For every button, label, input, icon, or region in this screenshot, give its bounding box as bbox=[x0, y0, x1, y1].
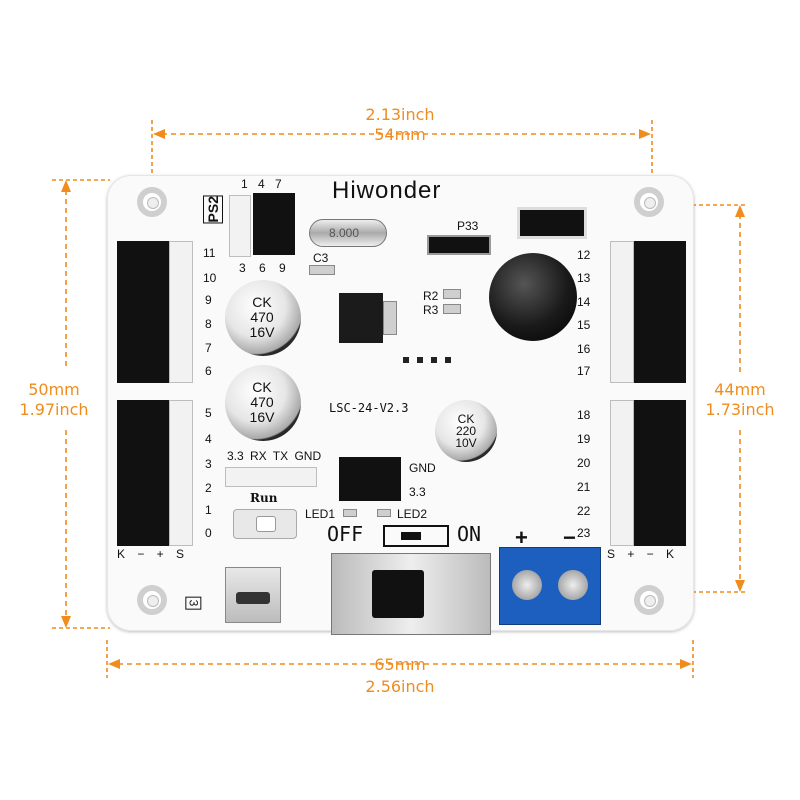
right-height-mm: 44mm bbox=[714, 380, 766, 399]
capacitor-2-label: CK 470 16V bbox=[249, 379, 275, 425]
right-height-inch: 1.73inch bbox=[705, 400, 775, 419]
ps2-header bbox=[253, 193, 295, 255]
channel-label: 11 bbox=[203, 246, 216, 260]
serial-header bbox=[225, 467, 317, 487]
channel-label: 14 bbox=[577, 295, 591, 309]
channel-label: 22 bbox=[577, 504, 591, 518]
right-servo-header-upper bbox=[634, 241, 686, 383]
screw-terminal[interactable] bbox=[499, 547, 601, 625]
voltage-regulator bbox=[339, 293, 383, 343]
mount-hole-top-left bbox=[137, 187, 167, 217]
p33-label: P33 bbox=[457, 219, 479, 233]
channel-label: 15 bbox=[577, 318, 591, 332]
bottom-width-inch: 2.56inch bbox=[365, 677, 435, 696]
channel-label: 19 bbox=[577, 432, 591, 446]
capacitor-1-label: CK 470 16V bbox=[249, 294, 275, 340]
led2 bbox=[377, 509, 391, 517]
micro-usb-port[interactable] bbox=[225, 567, 281, 623]
p33-jumper bbox=[427, 235, 491, 255]
run-label: Run bbox=[250, 491, 278, 505]
r2-label: R2 bbox=[423, 289, 439, 303]
right-servo-header-lower bbox=[634, 400, 686, 546]
crystal-oscillator bbox=[309, 219, 387, 247]
channel-label: 12 bbox=[577, 248, 591, 262]
channel-label: 7 bbox=[205, 341, 212, 355]
channel-label: 4 bbox=[205, 432, 212, 446]
channel-label: 21 bbox=[577, 480, 591, 494]
channel-label: 3 bbox=[205, 457, 212, 471]
channel-label: 13 bbox=[577, 271, 591, 285]
serial-label: 3.3 RX TX GND bbox=[227, 449, 322, 463]
bottom-left-pin-labels: K − + S bbox=[117, 547, 185, 561]
c3-label: C3 bbox=[313, 251, 329, 265]
channel-label: 9 bbox=[205, 293, 212, 307]
run-button[interactable] bbox=[233, 509, 297, 539]
r3-resistor bbox=[443, 304, 461, 314]
j3-label: 3 bbox=[185, 596, 202, 610]
indicator-pads bbox=[403, 357, 455, 363]
bottom-right-pin-labels: S + − K bbox=[607, 547, 675, 561]
channel-label: 6 bbox=[205, 364, 212, 378]
mount-hole-bottom-left bbox=[137, 585, 167, 615]
ps2-bottom-pins: 3 6 9 bbox=[239, 261, 286, 275]
capacitor-1 bbox=[225, 280, 301, 356]
power-switch[interactable] bbox=[331, 553, 491, 635]
off-label: OFF bbox=[327, 522, 364, 546]
left-servo-header-upper bbox=[117, 241, 169, 383]
middle-header bbox=[339, 457, 401, 501]
regulator-tab bbox=[383, 301, 397, 335]
crystal-label: 8.000 bbox=[329, 226, 360, 240]
capacitor-3 bbox=[435, 400, 497, 462]
mount-hole-bottom-right bbox=[634, 585, 664, 615]
controller-board: Hiwonder PS2 1 4 7 3 6 9 8.000 C3 P33 R2… bbox=[107, 175, 694, 635]
channel-label: 0 bbox=[205, 526, 212, 540]
gnd-label: GND bbox=[409, 461, 436, 475]
r2-resistor bbox=[443, 289, 461, 299]
left-servo-socket-upper bbox=[169, 241, 193, 383]
channel-label: 2 bbox=[205, 481, 212, 495]
channel-label: 18 bbox=[577, 408, 591, 422]
left-channel-labels: 11 10 9 8 7 6 5 4 3 2 1 0 bbox=[203, 175, 223, 631]
capacitor-2 bbox=[225, 365, 301, 441]
left-height-inch: 1.97inch bbox=[19, 400, 89, 419]
buzzer bbox=[489, 253, 577, 341]
led2-label: LED2 bbox=[397, 507, 428, 521]
channel-label: 10 bbox=[203, 271, 217, 285]
model-label: LSC-24-V2.3 bbox=[329, 401, 409, 415]
right-channel-labels: 12 13 14 15 16 17 18 19 20 21 22 23 bbox=[577, 175, 603, 631]
r3-label: R3 bbox=[423, 303, 439, 317]
right-servo-socket-upper bbox=[610, 241, 634, 383]
right-servo-socket-lower bbox=[610, 400, 634, 546]
terminal-plus: + bbox=[515, 525, 528, 550]
left-servo-socket-lower bbox=[169, 400, 193, 546]
top-width-inch: 2.13inch bbox=[365, 105, 435, 124]
ps2-socket bbox=[229, 195, 251, 257]
left-servo-header-lower bbox=[117, 400, 169, 546]
channel-label: 17 bbox=[577, 364, 591, 378]
v33-label: 3.3 bbox=[409, 485, 426, 499]
brand-logo: Hiwonder bbox=[332, 177, 442, 204]
channel-label: 20 bbox=[577, 456, 591, 470]
capacitor-3-label: CK 220 10V bbox=[455, 412, 477, 450]
led1-label: LED1 bbox=[305, 507, 336, 521]
c3-component bbox=[309, 265, 335, 275]
channel-label: 23 bbox=[577, 526, 591, 540]
channel-label: 5 bbox=[205, 406, 212, 420]
channel-label: 8 bbox=[205, 317, 212, 331]
switch-indicator bbox=[383, 525, 449, 547]
channel-label: 16 bbox=[577, 342, 591, 356]
top-right-header bbox=[517, 207, 587, 239]
led1 bbox=[343, 509, 357, 517]
on-label: ON bbox=[457, 522, 482, 546]
left-height-mm: 50mm bbox=[28, 380, 80, 399]
terminal-minus: − bbox=[563, 525, 576, 550]
channel-label: 1 bbox=[205, 503, 212, 517]
ps2-top-pins: 1 4 7 bbox=[241, 177, 282, 191]
mount-hole-top-right bbox=[634, 187, 664, 217]
